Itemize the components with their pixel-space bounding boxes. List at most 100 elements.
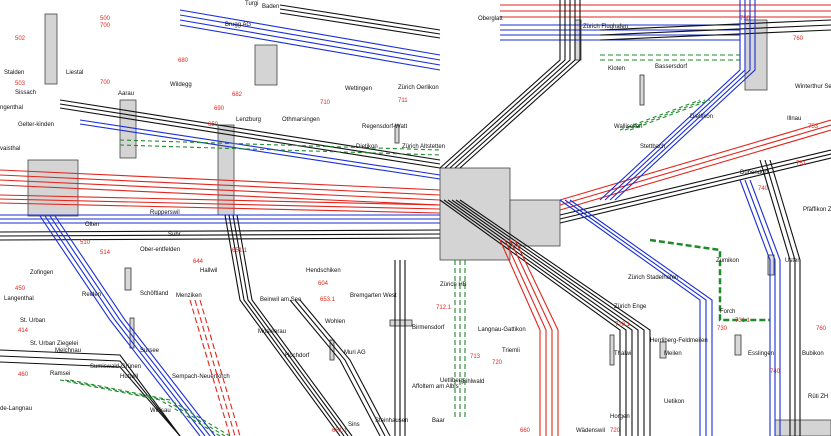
- track-line: [560, 158, 831, 223]
- track-path: [190, 300, 230, 436]
- lenzburg-station-area: [218, 125, 234, 215]
- station-label-beinwil: Beinwil am See: [260, 297, 302, 303]
- station-label-ramsei: Ramsei: [50, 371, 70, 377]
- track-path: [570, 200, 712, 436]
- line-number-label: 740: [770, 369, 781, 375]
- line-number-label: 712.1: [436, 305, 452, 311]
- station-label-mosleerau: Mosleerau: [258, 329, 286, 335]
- station-label-steinhausen: Steinhausen: [375, 418, 408, 424]
- station-label-stettbach: Stettbach: [640, 144, 665, 150]
- station-label-wildegg: Wildegg: [170, 82, 192, 88]
- line-number-label: 720: [492, 360, 503, 366]
- station-label-schoftland: Schöftland: [140, 291, 168, 297]
- station-label-meilen: Meilen: [664, 351, 682, 357]
- track-path: [60, 380, 220, 436]
- station-label-wohlen: Wohlen: [325, 319, 345, 325]
- line-number-label: 713: [470, 354, 481, 360]
- station-label-triemli: Triemli: [502, 348, 520, 354]
- station-label-liestal: Liestal: [66, 70, 83, 76]
- station-label-oberglatt: Oberglatt: [478, 16, 503, 22]
- line-number-label: 460: [18, 372, 29, 378]
- station-label-hutwil: Huttwil: [120, 374, 138, 380]
- line-number-label: 660: [520, 428, 531, 434]
- station-label-hochdorf: Hochdorf: [285, 353, 310, 359]
- track-line: [60, 104, 440, 164]
- station-label-ngenthal: ngenthal: [0, 105, 23, 111]
- track-line: [560, 130, 831, 210]
- station-label-st-urban: St. Urban: [20, 318, 45, 324]
- line-number-label: 730: [717, 326, 728, 332]
- station-label-kloten: Kloten: [608, 66, 625, 72]
- track-line: [180, 15, 440, 60]
- station-label-wadenswil: Wädenswil: [576, 428, 605, 434]
- bassersdorf-platform: [640, 75, 644, 105]
- station-label-sissach: Sissach: [15, 90, 36, 96]
- station-label-vaisthal: vaisthal: [0, 146, 20, 152]
- line-number-label: 450: [15, 286, 26, 292]
- birmensdorf-platform: [390, 320, 412, 326]
- station-label-esslingen: Esslingen: [748, 351, 774, 357]
- station-label-st-urban-ziegelei: St. Urban Ziegelei: [30, 341, 78, 347]
- station-label-hendschiken: Hendschiken: [306, 268, 341, 274]
- station-label-affoltern: Affoltern am Albis: [412, 384, 459, 390]
- station-label-rupperswil: Rupperswil: [150, 210, 180, 216]
- line-number-label: 751: [796, 161, 807, 167]
- line-number-label: 750: [740, 16, 751, 22]
- line-number-label: 503: [15, 81, 26, 87]
- station-label-suhr: Suhr: [168, 232, 181, 238]
- station-label-melchnau: Melchnau: [55, 348, 81, 354]
- track-line: [120, 140, 440, 150]
- aarau-station-area: [120, 100, 136, 158]
- station-label-horgen: Horgen: [610, 414, 630, 420]
- brugg-station-area: [255, 45, 277, 85]
- station-label-aarau: Aarau: [118, 91, 134, 97]
- line-number-label: 500: [100, 16, 111, 22]
- track-path: [500, 240, 540, 436]
- station-label-regensdorf-watt: Regensdorf-Watt: [362, 124, 407, 130]
- track-path: [565, 200, 706, 436]
- station-label-zurich-enge: Zürich Enge: [614, 304, 647, 310]
- station-label-sursee: Sursee: [140, 348, 160, 354]
- zurich-hb-station-area: [440, 168, 510, 260]
- line-number-label: 604: [318, 281, 329, 287]
- track-path: [55, 216, 215, 436]
- track-line: [180, 10, 440, 55]
- line-number-label: 682: [232, 92, 243, 98]
- station-label-dietlikon: Dietlikon: [690, 114, 713, 120]
- track-path: [237, 215, 352, 436]
- station-label-birmensdorf: Birmensdorf: [412, 325, 445, 331]
- line-number-label: 650: [208, 122, 219, 128]
- station-label-wallisellen: Wallisellen: [614, 124, 642, 130]
- station-label-bubikon: Bubikon: [802, 351, 824, 357]
- station-label-stalden: Stalden: [4, 70, 24, 76]
- line-number-label: 414: [18, 328, 29, 334]
- line-number-label: 760: [793, 36, 804, 42]
- station-label-zumikon: Zumikon: [716, 258, 739, 264]
- station-label-zurich-flughafen: Zürich Flughafen: [583, 24, 628, 30]
- line-number-label: 502: [15, 36, 26, 42]
- track-path: [195, 300, 235, 436]
- schoftland-platform: [125, 268, 131, 290]
- station-label-gelterkinden: Gelter-kinden: [18, 122, 54, 128]
- track-path: [200, 300, 240, 436]
- station-label-bassersdorf: Bassersdorf: [655, 64, 687, 70]
- station-label-forch: Forch: [720, 309, 735, 315]
- station-label-sempach: Sempach-Neuenkirch: [172, 374, 230, 380]
- line-number-label: 653.1: [320, 297, 336, 303]
- station-label-zurich-oerlikon: Zürich Oerlikon: [398, 85, 439, 91]
- winterthur-station-area: [745, 20, 767, 90]
- station-label-baar: Baar: [432, 418, 445, 424]
- line-number-label: 753: [808, 124, 819, 130]
- track-line: [0, 234, 440, 236]
- station-label-zurich-altstetten: Zürich Altstetten: [402, 144, 445, 150]
- station-label-reiden: Reiden: [82, 292, 101, 298]
- line-number-label: 700: [100, 23, 111, 29]
- station-label-dubendorf: Dübendorf: [740, 170, 768, 176]
- station-label-langnau-gattikon: Langnau-Gattikon: [478, 327, 526, 333]
- ruti-station-area: [775, 420, 831, 436]
- track-line: [560, 125, 831, 205]
- station-label-wettingen: Wettingen: [345, 86, 372, 92]
- track-path: [233, 215, 348, 436]
